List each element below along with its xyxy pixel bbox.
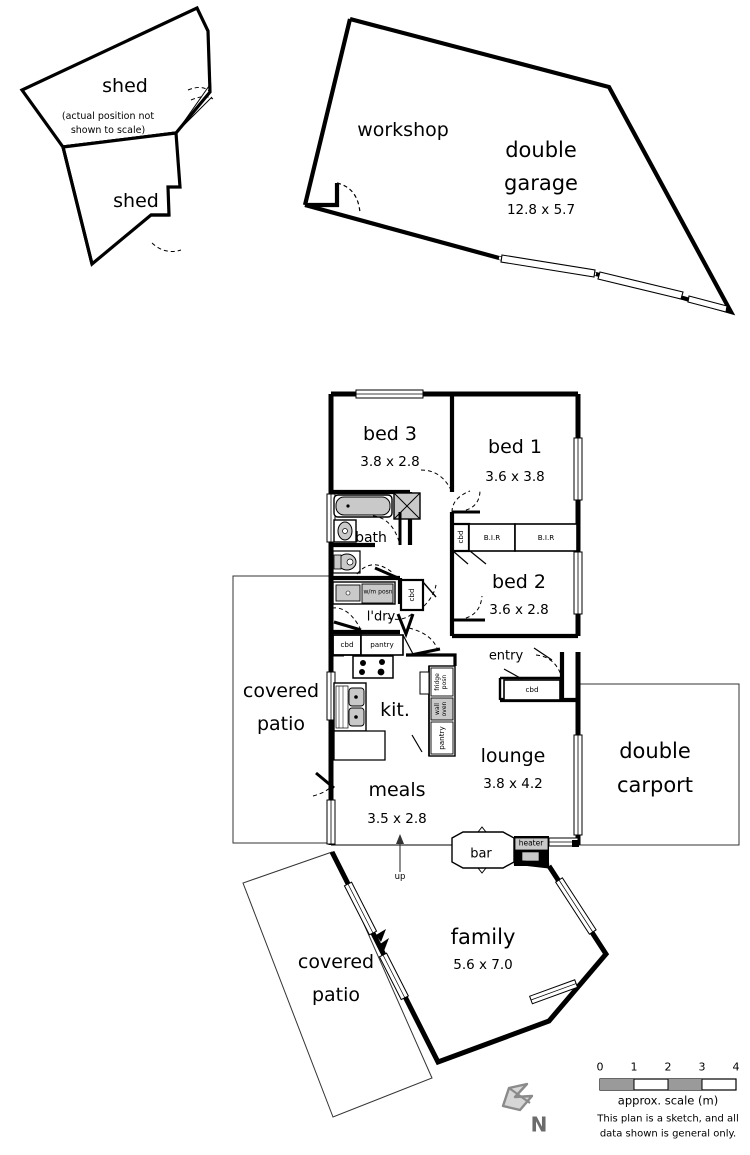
bathroom-fixtures <box>332 492 421 574</box>
covered-patio-lower-outline <box>242 851 433 1118</box>
door-swings <box>312 469 564 797</box>
laundry-fixtures <box>332 581 396 605</box>
storage-boxes <box>332 522 578 701</box>
stairs-up-arrow <box>396 834 404 872</box>
shed-outbuilding-group <box>19 5 214 267</box>
bar-and-heater <box>451 826 579 874</box>
kitchen-fixtures <box>333 653 457 761</box>
garage-outbuilding-group <box>302 16 736 316</box>
family-window-symbols <box>343 877 597 1005</box>
covered-patio-left-outline <box>232 575 331 844</box>
carport-outline <box>577 683 740 846</box>
scale-bar <box>599 1078 737 1091</box>
north-arrow-icon <box>501 1082 534 1112</box>
window-symbols <box>326 389 583 845</box>
